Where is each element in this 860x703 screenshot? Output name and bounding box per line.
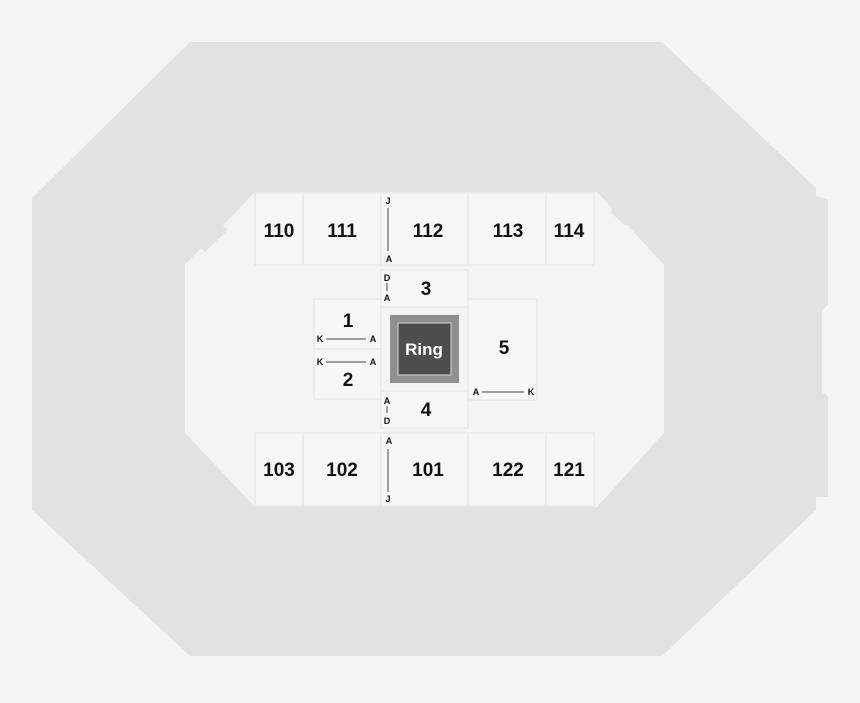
svg-text:4: 4: [421, 400, 432, 421]
row-indicator-2: K A: [317, 357, 377, 367]
row-label: K: [317, 334, 324, 344]
row-label: J: [385, 196, 390, 206]
row-label: A: [370, 334, 377, 344]
ring: Ring: [390, 315, 459, 383]
tunnel-left: [185, 212, 228, 252]
svg-text:101: 101: [412, 460, 444, 481]
section-114[interactable]: 114: [545, 192, 595, 266]
svg-text:2: 2: [343, 370, 354, 391]
section-110[interactable]: 110: [254, 192, 304, 266]
floor-section-5[interactable]: 5: [467, 298, 538, 401]
svg-text:3: 3: [421, 279, 432, 300]
floor-section-3[interactable]: 3: [380, 269, 469, 308]
row-indicator-3: D A: [384, 273, 391, 303]
svg-text:111: 111: [327, 221, 357, 242]
svg-text:113: 113: [493, 221, 524, 242]
ring-label: Ring: [405, 340, 443, 359]
row-label: D: [384, 416, 391, 426]
floor-section-4[interactable]: 4: [380, 390, 469, 429]
svg-text:5: 5: [499, 338, 510, 359]
row-label: A: [370, 357, 377, 367]
svg-text:122: 122: [492, 460, 524, 481]
svg-text:1: 1: [343, 311, 354, 332]
row-indicator-101: A J: [385, 436, 392, 504]
row-label: A: [384, 396, 391, 406]
row-indicator-112: J A: [385, 196, 392, 264]
section-122[interactable]: 122: [467, 432, 547, 507]
section-113[interactable]: 113: [467, 192, 547, 266]
section-102[interactable]: 102: [302, 432, 382, 507]
svg-text:102: 102: [326, 460, 358, 481]
tunnel-right: [610, 198, 641, 226]
svg-text:114: 114: [554, 221, 585, 242]
section-121[interactable]: 121: [545, 432, 595, 507]
svg-text:103: 103: [263, 460, 295, 481]
row-label: A: [384, 293, 391, 303]
row-label: K: [317, 357, 324, 367]
section-101[interactable]: 101: [380, 432, 469, 507]
svg-text:121: 121: [553, 460, 585, 481]
svg-text:110: 110: [264, 221, 295, 242]
row-indicator-4: A D: [384, 396, 391, 426]
row-label: K: [528, 387, 535, 397]
section-111[interactable]: 111: [302, 192, 382, 266]
floor-section-2[interactable]: 2: [313, 348, 382, 400]
row-label: J: [385, 494, 390, 504]
section-112[interactable]: 112: [380, 192, 469, 266]
row-indicator-1: K A: [317, 334, 377, 344]
floor-section-1[interactable]: 1: [313, 298, 382, 350]
svg-text:112: 112: [413, 221, 444, 242]
row-label: A: [386, 254, 393, 264]
row-label: A: [386, 436, 393, 446]
row-label: D: [384, 273, 391, 283]
section-103[interactable]: 103: [254, 432, 304, 507]
row-label: A: [473, 387, 480, 397]
row-indicator-5: A K: [473, 387, 535, 397]
